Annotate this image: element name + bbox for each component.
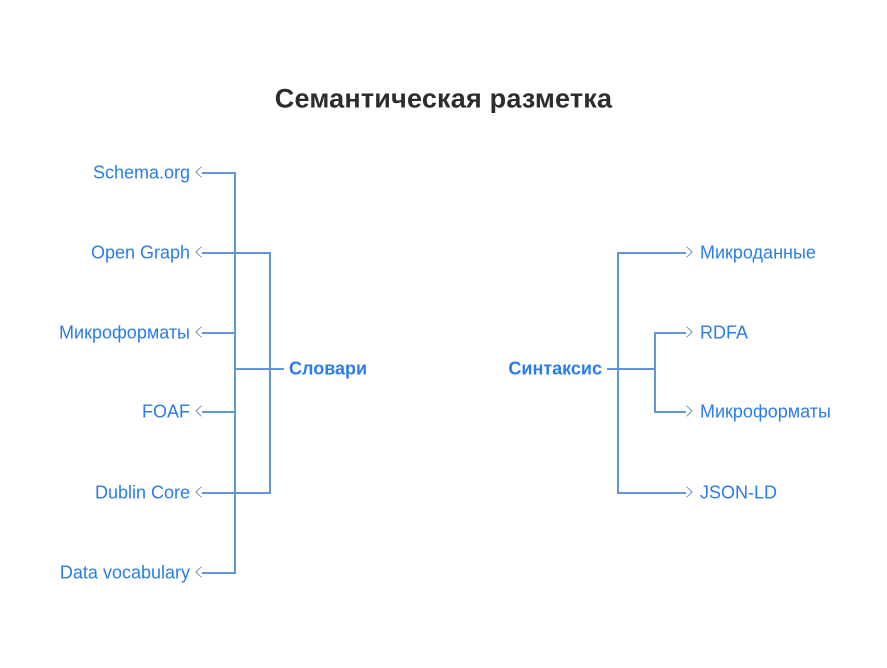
left-branch-line-5	[202, 572, 236, 574]
left-branch-line-1	[202, 252, 271, 254]
arrow-left-icon	[195, 246, 207, 258]
diagram-title: Семантическая разметка	[274, 83, 613, 114]
right-item-microformats: Микроформаты	[700, 401, 831, 422]
right-item-microdata: Микроданные	[700, 242, 816, 263]
arrow-right-icon	[681, 246, 693, 258]
arrow-right-icon	[681, 326, 693, 338]
arrow-left-icon	[195, 326, 207, 338]
right-root-line	[607, 368, 656, 370]
left-item-foaf: FOAF	[142, 401, 190, 422]
left-branch-line-3	[202, 411, 236, 413]
right-inner-trunk-line	[654, 332, 656, 413]
left-branch-line-2	[202, 332, 236, 334]
left-item-dublin-core: Dublin Core	[94, 482, 190, 503]
left-item-data-vocabulary: Data vocabulary	[59, 562, 190, 583]
arrow-right-icon	[681, 486, 693, 498]
left-trunk-line	[234, 172, 236, 574]
right-item-rdfa: RDFA	[700, 322, 749, 343]
right-item-json-ld: JSON-LD	[700, 482, 778, 503]
right-trunk-line	[617, 252, 619, 494]
left-inner-trunk-line	[269, 252, 271, 494]
left-root-label: Словари	[289, 358, 368, 379]
left-branch-line-0	[202, 172, 236, 174]
left-branch-line-4	[202, 492, 271, 494]
arrow-left-icon	[195, 166, 207, 178]
left-item-open-graph: Open Graph	[90, 242, 190, 263]
left-root-line	[234, 368, 284, 370]
right-branch-line-0	[618, 252, 686, 254]
right-root-label: Синтаксис	[508, 358, 602, 379]
right-branch-line-3	[618, 492, 686, 494]
right-branch-line-1	[655, 332, 686, 334]
left-item-microformats: Микроформаты	[59, 322, 190, 343]
arrow-left-icon	[195, 486, 207, 498]
arrow-right-icon	[681, 405, 693, 417]
arrow-left-icon	[195, 405, 207, 417]
right-branch-line-2	[655, 411, 686, 413]
arrow-left-icon	[195, 566, 207, 578]
left-item-schema-org: Schema.org	[92, 162, 190, 183]
